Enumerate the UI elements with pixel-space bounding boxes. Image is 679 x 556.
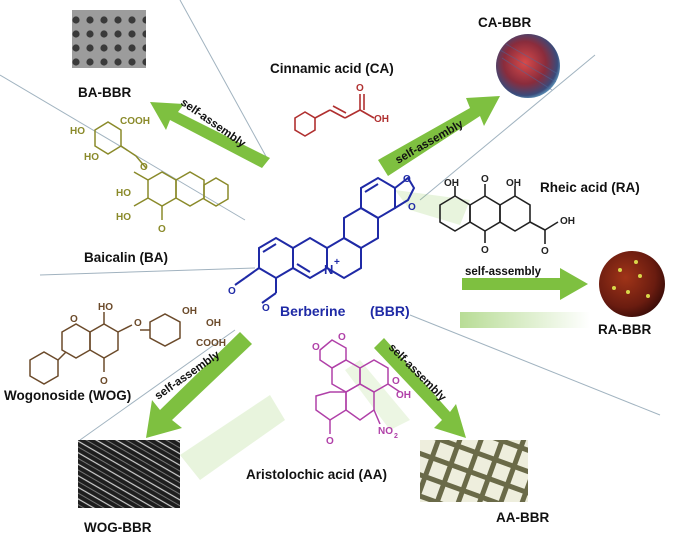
aa-bbr-label: AA-BBR <box>496 510 549 525</box>
aa-structure <box>315 339 401 434</box>
ca-o-atom: O <box>356 83 364 94</box>
ba-ho-atom: HO <box>70 126 85 137</box>
berberine-name: Berberine <box>280 303 346 319</box>
berberine-o-atom: O <box>403 174 411 185</box>
divider-line <box>419 54 596 201</box>
ca-bbr-label: CA-BBR <box>478 15 531 30</box>
wog-o-atom: O <box>134 318 142 329</box>
ba-bbr-label: BA-BBR <box>78 85 131 100</box>
ca-structure <box>294 94 375 137</box>
ca-bbr-texture <box>499 43 559 91</box>
aa-no-atom: NO <box>378 426 393 437</box>
ca-oh-atom: OH <box>374 114 389 125</box>
aa-oh-atom: OH <box>396 390 411 401</box>
ca-self-assembly-arrow: self-assembly <box>378 96 500 176</box>
aa-bbr-image <box>420 440 528 502</box>
aa-nitro-group: NO 2 <box>378 426 398 440</box>
ba-cooh-atom: COOH <box>120 116 150 127</box>
wog-label: Wogonoside (WOG) <box>4 388 131 403</box>
ra-oh-atom: OH <box>506 178 521 189</box>
divider-line <box>39 267 256 276</box>
berberine-o-atom: O <box>262 303 270 314</box>
ba-ho-atom: HO <box>84 152 99 163</box>
ra-o-atom: O <box>541 246 549 257</box>
wog-ho-atom: HO <box>98 302 113 313</box>
ra-label: Rheic acid (RA) <box>540 180 640 195</box>
wog-bbr-image <box>78 440 180 508</box>
wog-oh-atom: OH <box>206 318 221 329</box>
berberine-abbr: (BBR) <box>370 303 410 319</box>
aa-o-atom: O <box>392 376 400 387</box>
berberine-n-atom: N <box>324 262 333 277</box>
aa-no-subscript: 2 <box>394 433 398 440</box>
wog-o-atom: O <box>100 376 108 387</box>
ra-oh-atom: OH <box>444 178 459 189</box>
ra-arrow-label: self-assembly <box>465 266 542 278</box>
ba-structure <box>94 121 229 220</box>
ra-self-assembly-arrow: self-assembly <box>462 266 588 300</box>
ra-bbr-dots <box>612 260 650 298</box>
wog-o-atom: O <box>70 314 78 325</box>
aa-o-atom: O <box>326 436 334 447</box>
ra-structure <box>439 184 559 244</box>
wog-cooh-atom: COOH <box>196 338 226 349</box>
ba-self-assembly-arrow: self-assembly <box>150 97 270 168</box>
berberine-charge: + <box>334 257 340 268</box>
ba-ho-atom: HO <box>116 212 131 223</box>
berberine-structure <box>234 176 416 304</box>
ba-o-atom: O <box>158 224 166 235</box>
berberine-o-atom: O <box>408 202 416 213</box>
ra-o-atom: O <box>481 174 489 185</box>
ba-label: Baicalin (BA) <box>84 250 168 265</box>
divider-line <box>179 0 269 161</box>
wog-structure <box>29 312 181 385</box>
ra-oh-atom: OH <box>560 216 575 227</box>
ba-ho-atom: HO <box>116 188 131 199</box>
berberine-o-atom: O <box>228 286 236 297</box>
aa-label: Aristolochic acid (AA) <box>246 467 387 482</box>
wog-bbr-label: WOG-BBR <box>84 520 152 535</box>
ba-o-atom: O <box>140 162 148 173</box>
aa-o-atom: O <box>312 342 320 353</box>
ba-bbr-image <box>72 10 146 68</box>
ra-bbr-label: RA-BBR <box>598 322 651 337</box>
divider-line <box>79 329 236 441</box>
divider-line <box>409 314 661 416</box>
ca-arrow-label: self-assembly <box>394 118 466 167</box>
ra-o-atom: O <box>481 245 489 256</box>
wog-oh-atom: OH <box>182 306 197 317</box>
ra-bbr-sphere <box>599 251 665 317</box>
aa-o-atom: O <box>338 332 346 343</box>
ca-label: Cinnamic acid (CA) <box>270 61 394 76</box>
